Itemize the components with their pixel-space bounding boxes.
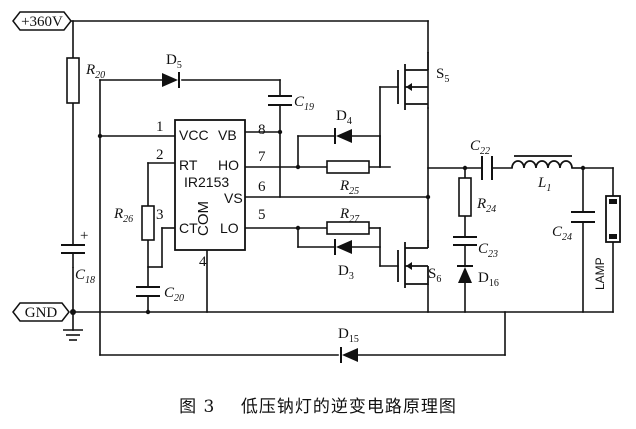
svg-text:R27: R27 <box>339 206 360 225</box>
c20-label: C20 <box>164 285 184 304</box>
lamp: LAMP <box>593 195 621 290</box>
resistor-r20: R20 <box>66 57 105 104</box>
pin-8-number: 8 <box>258 122 266 138</box>
svg-text:R24: R24 <box>476 196 496 215</box>
mosfet-s6 <box>397 240 429 288</box>
capacitor-c23 <box>453 236 477 246</box>
c18-label: C18 <box>75 267 95 286</box>
diode-d15: D15 <box>338 326 359 363</box>
svg-text:D16: D16 <box>478 270 499 289</box>
pin-vs-label: VS <box>224 190 243 206</box>
ic-name: IR2153 <box>184 174 229 190</box>
s5-label: S5 <box>436 66 449 85</box>
pin-5-number: 5 <box>258 207 266 223</box>
c23-label: C23 <box>478 241 498 260</box>
mosfet-s5 <box>397 52 429 110</box>
c18-plus: + <box>80 228 88 244</box>
resistor-r25: R25 <box>326 160 370 197</box>
capacitor-c24 <box>571 211 595 223</box>
diode-d4: D4 <box>334 108 352 144</box>
pin-3-number: 3 <box>156 207 164 223</box>
pin-com-label: COM <box>195 201 212 236</box>
figure-caption: 图 3 低压钠灯的逆变电路原理图 <box>179 397 457 417</box>
lamp-label: LAMP <box>593 257 607 290</box>
pin-2-number: 2 <box>156 147 164 163</box>
capacitor-c18 <box>61 244 85 268</box>
resistor-r24: R24 <box>458 177 496 217</box>
gnd-label: GND <box>25 305 58 321</box>
svg-text:R26: R26 <box>113 206 133 225</box>
supply-label: +360V <box>21 14 63 30</box>
resistor-r26: R26 <box>113 205 155 241</box>
s6-label: S6 <box>428 266 441 285</box>
pin-vb-label: VB <box>218 127 237 143</box>
svg-text:D4: D4 <box>336 108 352 127</box>
pin-ho-label: HO <box>218 157 239 173</box>
wires <box>69 20 614 356</box>
pin-lo-label: LO <box>220 220 239 236</box>
diode-d16: D16 <box>457 265 499 289</box>
svg-text:D15: D15 <box>338 326 359 345</box>
ic-ir2153: VCC VB RT HO IR2153 VS CT LO COM <box>174 119 246 251</box>
pin-6-number: 6 <box>258 179 266 195</box>
capacitor-c20 <box>136 286 160 297</box>
supply-tag: +360V <box>12 11 72 31</box>
pin-vcc-label: VCC <box>179 127 209 143</box>
pin-1-number: 1 <box>156 119 164 135</box>
junctions <box>70 129 586 315</box>
ground-icon <box>63 329 83 341</box>
svg-text:R25: R25 <box>339 178 359 197</box>
diode-d5: D5 <box>162 52 182 88</box>
pin-4-number: 4 <box>199 254 207 270</box>
l1-label: L1 <box>537 175 551 194</box>
resistor-r27: R27 <box>326 206 370 235</box>
svg-text:D3: D3 <box>338 263 354 282</box>
c19-label: C19 <box>294 94 314 113</box>
gnd-tag: GND <box>12 302 70 322</box>
pin-ct-label: CT <box>179 220 198 236</box>
svg-text:D5: D5 <box>166 52 182 71</box>
svg-text:R20: R20 <box>85 62 105 81</box>
diode-d3: D3 <box>334 239 354 282</box>
pin-7-number: 7 <box>258 149 266 165</box>
c22-label: C22 <box>470 138 490 157</box>
inductor-l1 <box>511 155 573 169</box>
capacitor-c19 <box>268 95 292 106</box>
c24-label: C24 <box>552 224 572 243</box>
pin-rt-label: RT <box>179 157 198 173</box>
capacitor-c22 <box>481 156 493 180</box>
